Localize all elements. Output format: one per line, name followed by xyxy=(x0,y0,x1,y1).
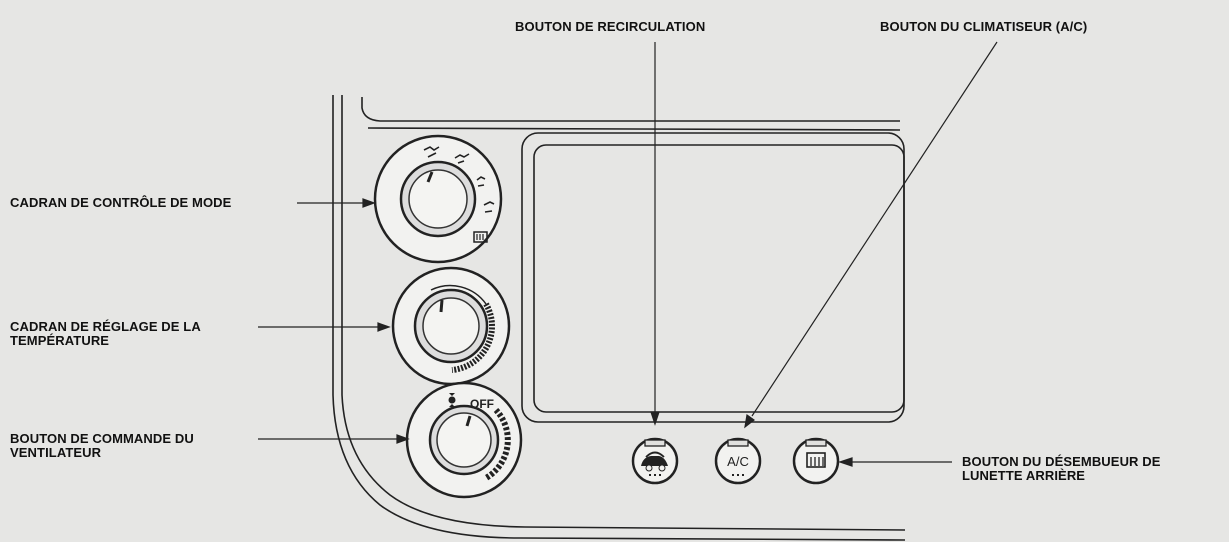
label-recirculation-text: BOUTON DE RECIRCULATION xyxy=(515,19,706,34)
label-rear-defroster: BOUTON DU DÉSEMBUEUR DE LUNETTE ARRIÈRE xyxy=(962,455,1161,483)
label-ac-button: BOUTON DU CLIMATISEUR (A/C) xyxy=(880,20,1087,34)
defrost-mode-icon xyxy=(473,231,488,243)
recirculation-car-icon xyxy=(641,451,668,472)
label-recirculation-button: BOUTON DE RECIRCULATION xyxy=(515,20,705,34)
vent-mode-icon xyxy=(423,146,495,213)
label-mode-dial: CADRAN DE CONTRÔLE DE MODE xyxy=(10,196,231,210)
label-fan-line1: BOUTON DE COMMANDE DU xyxy=(10,431,194,446)
rear-defrost-icon xyxy=(806,452,826,468)
recirculation-button[interactable] xyxy=(631,437,679,485)
label-temperature-dial: CADRAN DE RÉGLAGE DE LA TEMPÉRATURE xyxy=(10,320,201,348)
mode-control-dial[interactable] xyxy=(373,134,503,264)
leader-lines xyxy=(258,41,998,467)
fan-icon xyxy=(448,393,456,407)
label-defroster-line1: BOUTON DU DÉSEMBUEUR DE xyxy=(962,454,1161,469)
label-fan-dial: BOUTON DE COMMANDE DU VENTILATEUR xyxy=(10,432,194,460)
label-defroster-line2: LUNETTE ARRIÈRE xyxy=(962,468,1086,483)
fan-off-text: OFF xyxy=(470,397,494,411)
dashboard-outline xyxy=(332,95,906,541)
label-fan-line2: VENTILATEUR xyxy=(10,445,102,460)
label-ac-text: BOUTON DU CLIMATISEUR (A/C) xyxy=(880,19,1088,34)
ac-button[interactable]: A/C xyxy=(714,437,762,485)
label-mode-dial-text: CADRAN DE CONTRÔLE DE MODE xyxy=(10,195,232,210)
fan-control-dial[interactable]: OFF xyxy=(405,381,523,499)
ac-button-text: A/C xyxy=(727,454,749,469)
temperature-control-dial[interactable] xyxy=(391,266,511,386)
label-temperature-line1: CADRAN DE RÉGLAGE DE LA xyxy=(10,319,201,334)
label-temperature-line2: TEMPÉRATURE xyxy=(10,333,110,348)
rear-defroster-button[interactable] xyxy=(792,437,840,485)
